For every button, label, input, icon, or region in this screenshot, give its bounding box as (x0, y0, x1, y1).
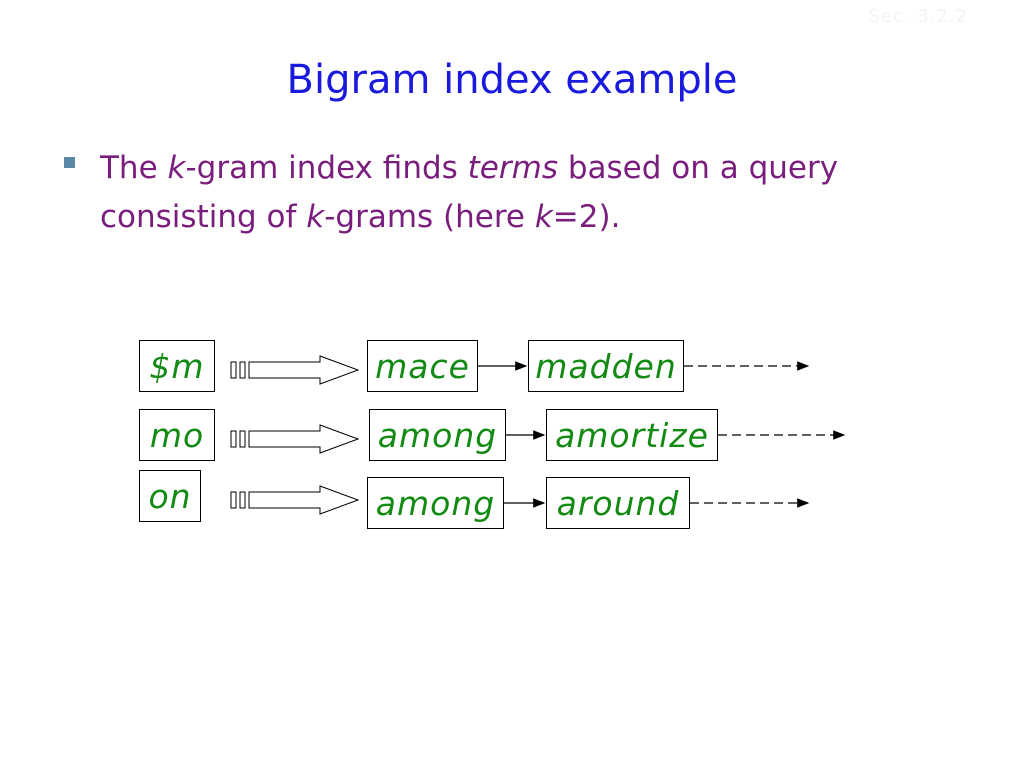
posting-term-box: madden (528, 340, 684, 392)
row-2-connectors (230, 424, 846, 454)
dictionary-pointer-arrow-icon (248, 424, 360, 454)
bullet-text-part: =2). (552, 199, 621, 235)
pointer-stripe-icon (230, 430, 237, 448)
pointer-stripe-icon (230, 361, 237, 379)
kgram-box: on (139, 470, 201, 522)
section-reference: Sec. 3.2.2 (868, 6, 968, 27)
bullet-text-part: The (100, 150, 168, 186)
row-3-connectors (230, 485, 810, 515)
pointer-stripe-icon (239, 491, 246, 509)
bullet-text: The k-gram index finds terms based on a … (100, 144, 900, 242)
posting-term-box: mace (367, 340, 478, 392)
k-variable: k (534, 199, 553, 235)
pointer-stripe-icon (239, 430, 246, 448)
kgram-box: mo (139, 409, 215, 461)
terms-emphasis: terms (467, 150, 558, 186)
posting-term-box: amortize (546, 409, 718, 461)
posting-term-box: among (369, 409, 506, 461)
pointer-stripe-icon (230, 491, 237, 509)
posting-term-box: among (367, 477, 504, 529)
kgram-box: $m (139, 340, 215, 392)
dictionary-pointer-arrow-icon (248, 485, 360, 515)
slide-title: Bigram index example (286, 57, 738, 103)
k-variable: k (167, 150, 186, 186)
posting-term-box: around (546, 477, 690, 529)
pointer-stripe-icon (239, 361, 246, 379)
bullet-text-part: -grams (here (324, 199, 535, 235)
bullet-marker-icon (64, 157, 75, 168)
dictionary-pointer-arrow-icon (248, 355, 360, 385)
bullet-text-part: consisting of (100, 199, 307, 235)
bullet-text-part: -gram index finds (185, 150, 468, 186)
bullet-text-part: based on a query (557, 150, 839, 186)
row-1-connectors (230, 355, 810, 385)
k-variable: k (306, 199, 325, 235)
